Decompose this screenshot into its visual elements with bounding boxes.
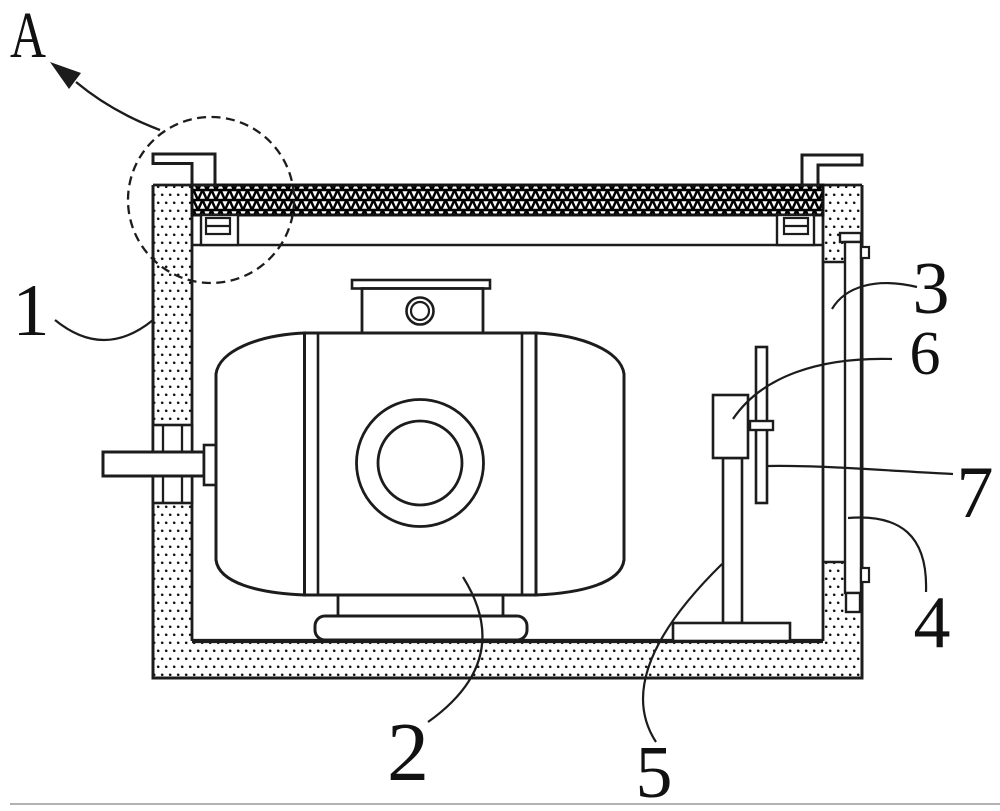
label-3: 3 xyxy=(913,248,950,330)
plate-top-tab xyxy=(838,231,863,244)
stand xyxy=(671,345,792,643)
tank-foot xyxy=(313,614,529,642)
plate-bottom-tab xyxy=(844,591,862,614)
label-7: 7 xyxy=(957,452,994,534)
detail-circle xyxy=(126,115,296,285)
tank-head-right xyxy=(534,331,626,597)
tank xyxy=(214,278,626,642)
shaft xyxy=(101,450,206,478)
label-A: A xyxy=(10,0,46,72)
leader-3 xyxy=(831,282,918,310)
label-6: 6 xyxy=(910,320,941,388)
tank-head-left xyxy=(214,331,306,597)
rod-clamp xyxy=(748,419,775,432)
mesh-screen xyxy=(190,183,825,217)
part-labels: 1 2 3 4 5 6 7 xyxy=(13,248,994,811)
screen-clip-right xyxy=(775,213,816,247)
side-plate xyxy=(838,231,871,614)
stand-base xyxy=(671,621,792,643)
leader-1 xyxy=(54,319,154,341)
plate-body xyxy=(843,240,863,595)
leader-lines xyxy=(54,282,954,743)
bracket-top-right xyxy=(800,153,864,187)
leader-6 xyxy=(732,357,893,420)
plate-pin-bottom xyxy=(859,566,871,584)
stand-bracket xyxy=(711,393,750,460)
label-5: 5 xyxy=(636,732,673,811)
plate-pin-top xyxy=(859,245,871,260)
leader-2 xyxy=(427,576,484,723)
leader-4 xyxy=(847,516,928,593)
label-4: 4 xyxy=(914,582,951,664)
tank-port-inner xyxy=(376,419,464,507)
leader-5 xyxy=(641,563,723,743)
leader-7 xyxy=(767,464,954,476)
label-1: 1 xyxy=(13,270,50,352)
screen-clip-left xyxy=(199,213,240,247)
detail-arrow-head xyxy=(50,62,81,89)
shaft-assembly xyxy=(101,423,219,505)
detail-arrow-tail xyxy=(75,81,161,132)
label-2: 2 xyxy=(387,706,429,799)
stand-post xyxy=(721,456,744,625)
bracket-top-left xyxy=(151,152,217,187)
